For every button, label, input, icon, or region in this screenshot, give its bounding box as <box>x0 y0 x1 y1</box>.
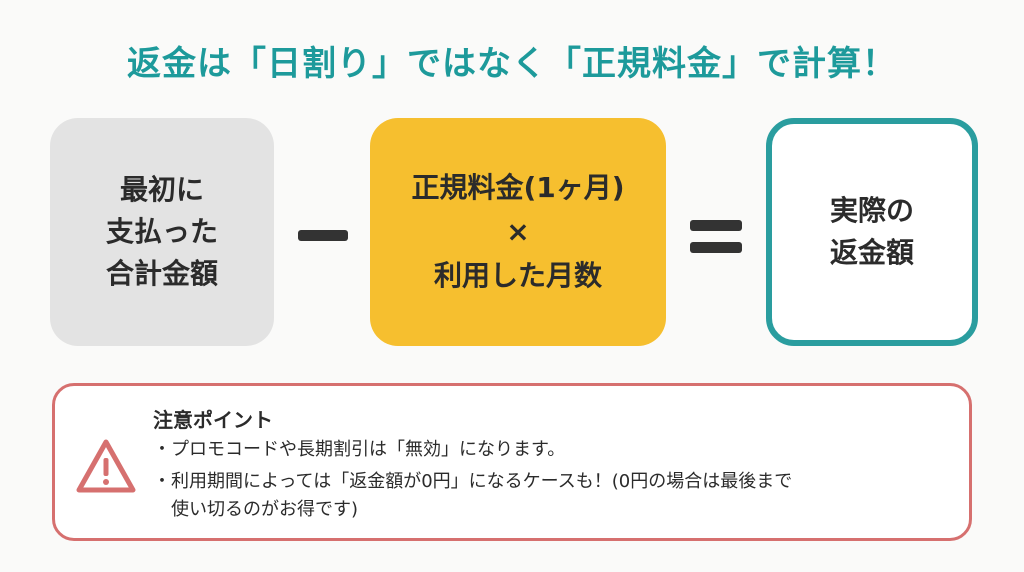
box-line: 正規料金(1ヶ月) <box>411 171 625 204</box>
caution-panel: 注意ポイント ・プロモコードや長期割引は「無効」になります。 ・利用期間によって… <box>52 383 972 541</box>
box-line: 利用した月数 <box>433 259 602 292</box>
page-title: 返金は「日割り」ではなく「正規料金」で計算！ <box>127 44 897 84</box>
equals-bar <box>690 220 742 231</box>
box-line: 最初に <box>119 173 204 206</box>
box-line: 合計金額 <box>105 257 218 290</box>
caution-item: ・利用期間によっては「返金額が0円」になるケースも！(0円の場合は最後まで <box>153 471 793 492</box>
refund-amount-box: 実際の 返金額 <box>766 118 978 346</box>
regular-fee-box: 正規料金(1ヶ月) × 利用した月数 <box>370 118 666 346</box>
box-line: 返金額 <box>829 236 914 269</box>
caution-item: 使い切るのがお得です) <box>171 499 359 520</box>
paid-total-box: 最初に 支払った 合計金額 <box>50 118 274 346</box>
box-line: 実際の <box>829 194 914 227</box>
caution-item: ・プロモコードや長期割引は「無効」になります。 <box>153 439 566 460</box>
warning-icon <box>75 438 137 498</box>
minus-operator <box>298 230 348 241</box>
box-line: × <box>506 215 530 248</box>
caution-heading: 注意ポイント <box>153 408 273 432</box>
equals-bar <box>690 242 742 253</box>
box-line: 支払った <box>105 215 218 248</box>
